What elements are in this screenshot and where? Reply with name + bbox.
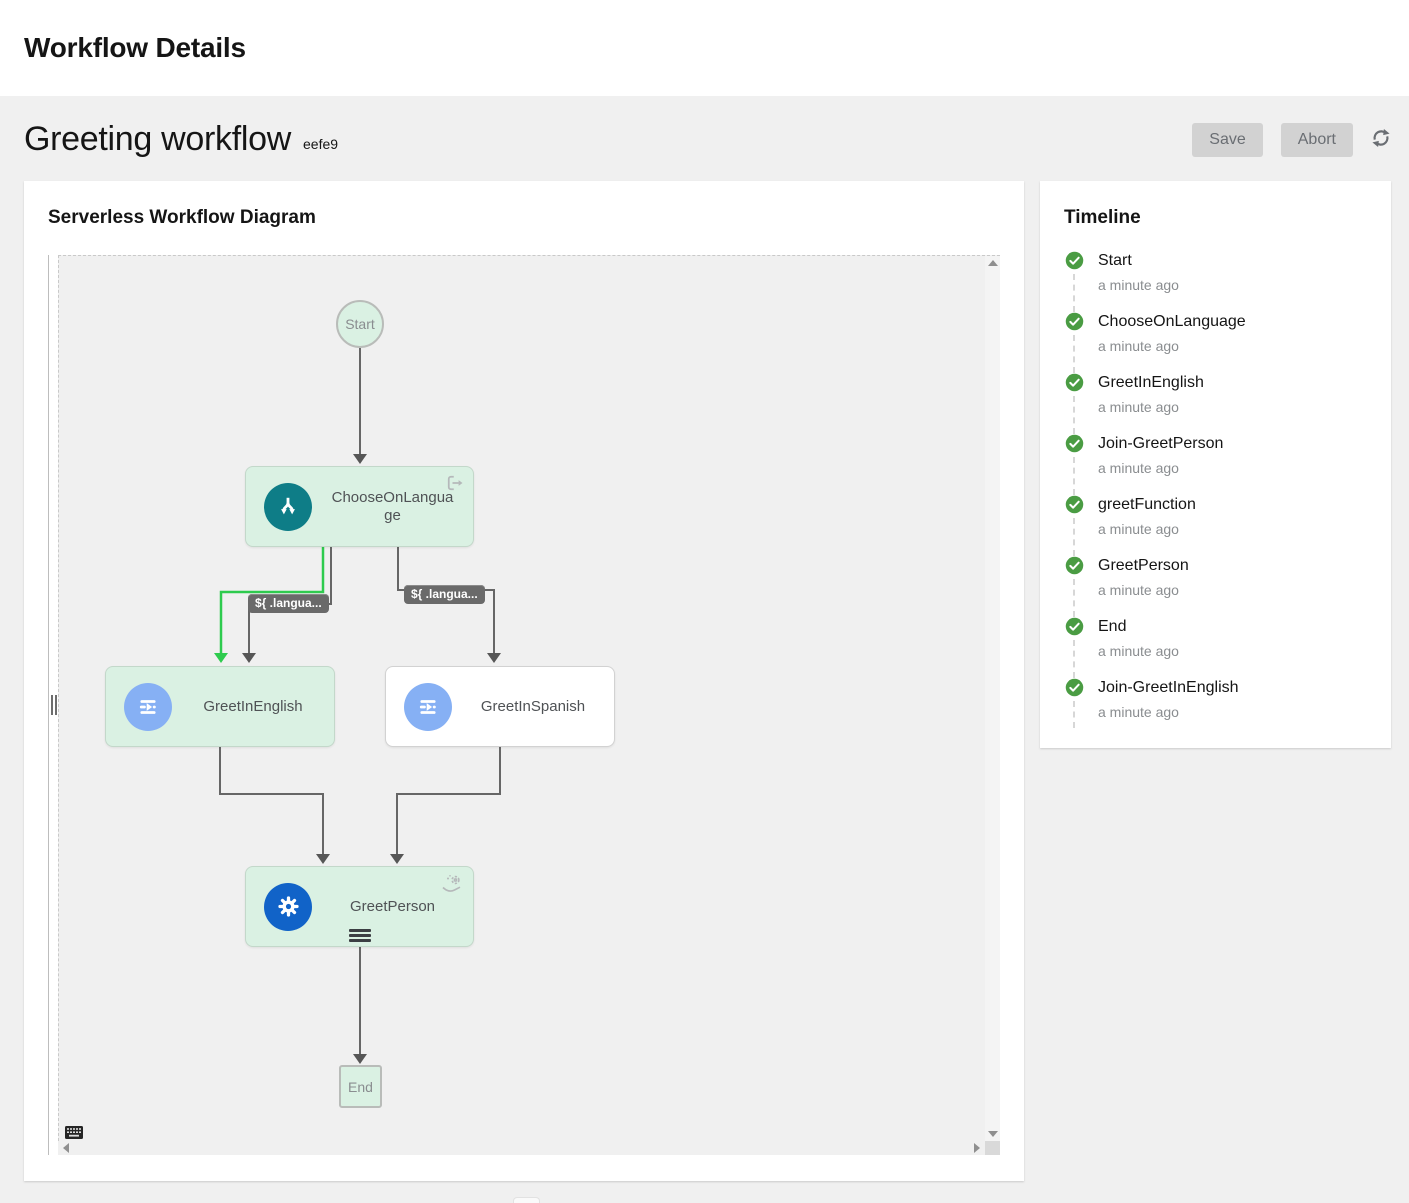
timeline-item: End a minute ago: [1064, 617, 1367, 678]
timeline-item: GreetInEnglish a minute ago: [1064, 373, 1367, 434]
timeline-item-label: GreetPerson: [1098, 557, 1189, 574]
timeline-connector: [1073, 274, 1075, 312]
timeline-item-time: a minute ago: [1098, 338, 1179, 354]
gear-hand-icon: [439, 873, 465, 895]
node-label: GreetPerson: [349, 897, 436, 915]
check-circle-icon: [1065, 495, 1084, 514]
node-greet-in-english[interactable]: GreetInEnglish: [105, 666, 335, 747]
splitter-grip-icon[interactable]: [51, 695, 57, 715]
node-label: End: [348, 1078, 373, 1095]
workflow-heading-row: Greeting workflow eefe9 Save Abort: [0, 96, 1409, 181]
timeline-connector: [1073, 518, 1075, 556]
vertical-scrollbar[interactable]: [985, 256, 1000, 1141]
node-choose-on-language[interactable]: ChooseOnLanguage: [245, 466, 474, 547]
timeline-connector: [1073, 335, 1075, 373]
abort-button[interactable]: Abort: [1280, 122, 1353, 157]
node-start[interactable]: Start: [336, 300, 384, 348]
diagram-canvas-column: ${ .langua... ${ .langua... Start: [58, 255, 1000, 1155]
timeline-item-label: greetFunction: [1098, 496, 1196, 513]
timeline-item: Join-GreetInEnglish a minute ago: [1064, 678, 1367, 728]
content-area: Serverless Workflow Diagram: [0, 181, 1409, 1181]
sync-icon: [1371, 128, 1391, 151]
inject-arrow-icon: [404, 682, 452, 731]
edge-condition-label: ${ .langua...: [248, 594, 329, 613]
timeline-connector: [1073, 396, 1075, 434]
scroll-down-icon[interactable]: [987, 1131, 998, 1137]
timeline-item-time: a minute ago: [1098, 460, 1179, 476]
exit-arrow-icon: [445, 473, 465, 493]
scroll-left-icon[interactable]: [63, 1143, 69, 1153]
node-label: GreetInSpanish: [480, 697, 586, 715]
timeline-title: Timeline: [1064, 207, 1141, 228]
timeline-item-time: a minute ago: [1098, 399, 1179, 415]
edge-condition-label: ${ .langua...: [404, 585, 485, 604]
diagram-title: Serverless Workflow Diagram: [48, 207, 316, 228]
panel-splitter[interactable]: [48, 255, 58, 1155]
branch-icon: [264, 482, 312, 531]
keyboard-icon: [65, 1126, 83, 1141]
timeline-connector: [1073, 579, 1075, 617]
check-circle-icon: [1065, 373, 1084, 392]
check-circle-icon: [1065, 434, 1084, 453]
check-circle-icon: [1065, 556, 1084, 575]
hamburger-icon[interactable]: [348, 929, 371, 942]
check-circle-icon: [1065, 312, 1084, 331]
node-label: ChooseOnLanguage: [331, 488, 454, 524]
timeline-item-label: Join-GreetPerson: [1098, 435, 1224, 452]
check-circle-icon: [1065, 678, 1084, 697]
diagram-edges: [214, 348, 501, 1064]
timeline-item-label: GreetInEnglish: [1098, 374, 1204, 391]
timeline-item-time: a minute ago: [1098, 582, 1179, 598]
timeline-item: Join-GreetPerson a minute ago: [1064, 434, 1367, 495]
refresh-button[interactable]: [1371, 128, 1391, 151]
keyboard-shortcuts-button[interactable]: [65, 1126, 83, 1139]
timeline-item-time: a minute ago: [1098, 521, 1179, 537]
workflow-actions: Save Abort: [1192, 122, 1391, 157]
page-title: Workflow Details: [24, 32, 246, 63]
scroll-up-icon[interactable]: [987, 260, 998, 266]
node-label-zone: GreetPerson: [312, 898, 473, 916]
horizontal-scrollbar[interactable]: [58, 1141, 1000, 1155]
timeline-item: GreetPerson a minute ago: [1064, 556, 1367, 617]
scroll-right-icon[interactable]: [974, 1143, 980, 1153]
timeline-item: greetFunction a minute ago: [1064, 495, 1367, 556]
node-label-zone: GreetInEnglish: [172, 698, 334, 716]
timeline-item-time: a minute ago: [1098, 277, 1179, 293]
gear-icon: [264, 882, 312, 931]
inject-arrow-icon: [124, 682, 172, 731]
timeline-item-time: a minute ago: [1098, 704, 1179, 720]
timeline-item: ChooseOnLanguage a minute ago: [1064, 312, 1367, 373]
timeline-item-label: Start: [1098, 252, 1132, 269]
check-circle-icon: [1065, 617, 1084, 636]
timeline-item-label: Join-GreetInEnglish: [1098, 679, 1239, 696]
timeline-item: Start a minute ago: [1064, 251, 1367, 312]
timeline-connector: [1073, 457, 1075, 495]
node-label: Start: [345, 316, 375, 332]
node-label: GreetInEnglish: [203, 697, 303, 715]
node-greet-person[interactable]: GreetPerson: [245, 866, 474, 947]
timeline-item-label: ChooseOnLanguage: [1098, 313, 1246, 330]
diagram-wrap: ${ .langua... ${ .langua... Start: [48, 255, 1000, 1155]
scrollbar-corner: [985, 1141, 1000, 1155]
timeline-connector: [1073, 640, 1075, 678]
app-header: Workflow Details: [0, 0, 1409, 96]
save-button[interactable]: Save: [1192, 122, 1263, 157]
check-circle-icon: [1065, 251, 1084, 270]
node-end[interactable]: End: [339, 1065, 382, 1108]
diagram-canvas[interactable]: ${ .langua... ${ .langua... Start: [58, 255, 1000, 1141]
timeline-connector: [1073, 701, 1075, 728]
timeline-card: Timeline Start a minute ago ChooseOnLang…: [1040, 181, 1391, 748]
diagram-card: Serverless Workflow Diagram: [24, 181, 1024, 1181]
next-panel-peek: [513, 1197, 540, 1203]
node-label-zone: ChooseOnLanguage: [312, 489, 473, 525]
node-greet-in-spanish[interactable]: GreetInSpanish: [385, 666, 615, 747]
workflow-name: Greeting workflow: [24, 120, 291, 158]
timeline-item-label: End: [1098, 618, 1127, 635]
timeline-item-time: a minute ago: [1098, 643, 1179, 659]
node-label-zone: GreetInSpanish: [452, 698, 614, 716]
workflow-id: eefe9: [303, 136, 339, 152]
